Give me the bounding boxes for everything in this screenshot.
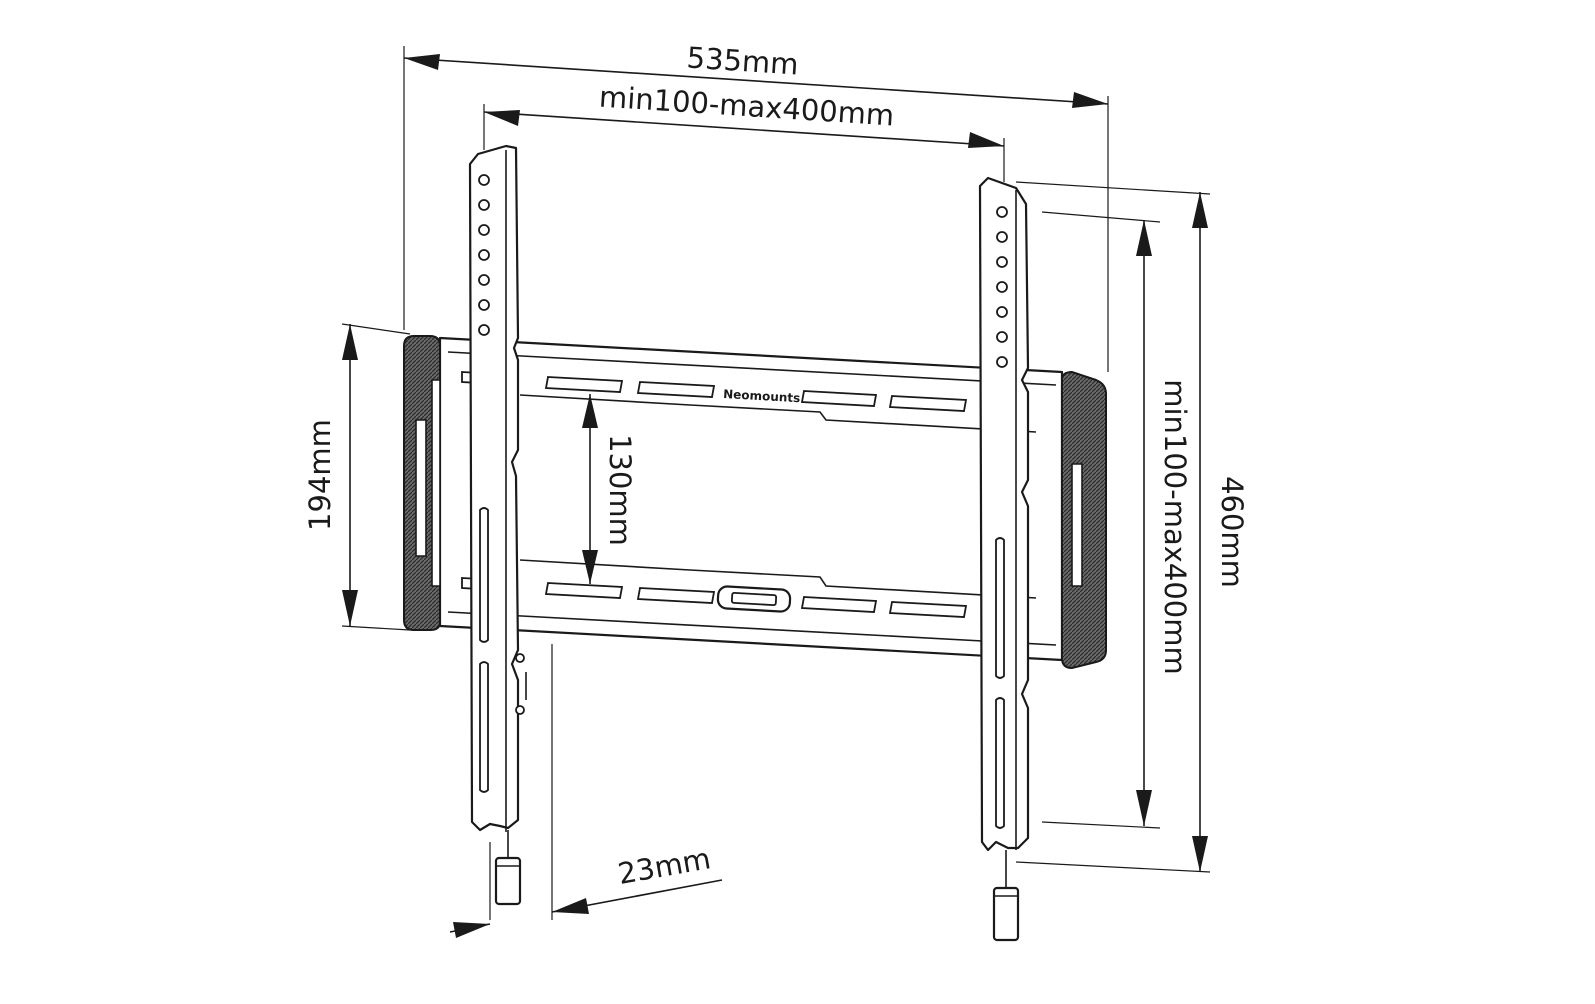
dimension-total-width [403, 46, 1109, 372]
dimension-wall-distance [449, 644, 723, 938]
upper-rail-slots [461, 371, 968, 412]
label-vesa-vertical: min100-max400mm [1158, 379, 1192, 675]
label-rail-spacing: 130mm [603, 434, 637, 546]
dimension-plate-height [341, 323, 411, 631]
dimension-total-height [1015, 181, 1211, 873]
left-bracket-holes [478, 174, 490, 336]
brand-label: Neomounts [723, 387, 801, 405]
dimension-vesa-horizontal [483, 104, 1005, 182]
dimension-rail-spacing [582, 394, 598, 584]
left-wall-pad [403, 335, 441, 631]
center-latch [716, 585, 792, 613]
right-tv-bracket [978, 176, 1030, 942]
label-plate-height: 194mm [303, 419, 337, 531]
wall-plate [438, 336, 1064, 662]
left-tv-bracket [468, 144, 527, 906]
right-wall-pad [1061, 370, 1107, 670]
label-wall-distance: 23mm [615, 841, 713, 891]
right-bracket-holes [996, 206, 1008, 368]
dimension-vesa-vertical [1041, 211, 1161, 829]
label-total-width: 535mm [686, 40, 800, 81]
label-total-height: 460mm [1215, 476, 1249, 588]
